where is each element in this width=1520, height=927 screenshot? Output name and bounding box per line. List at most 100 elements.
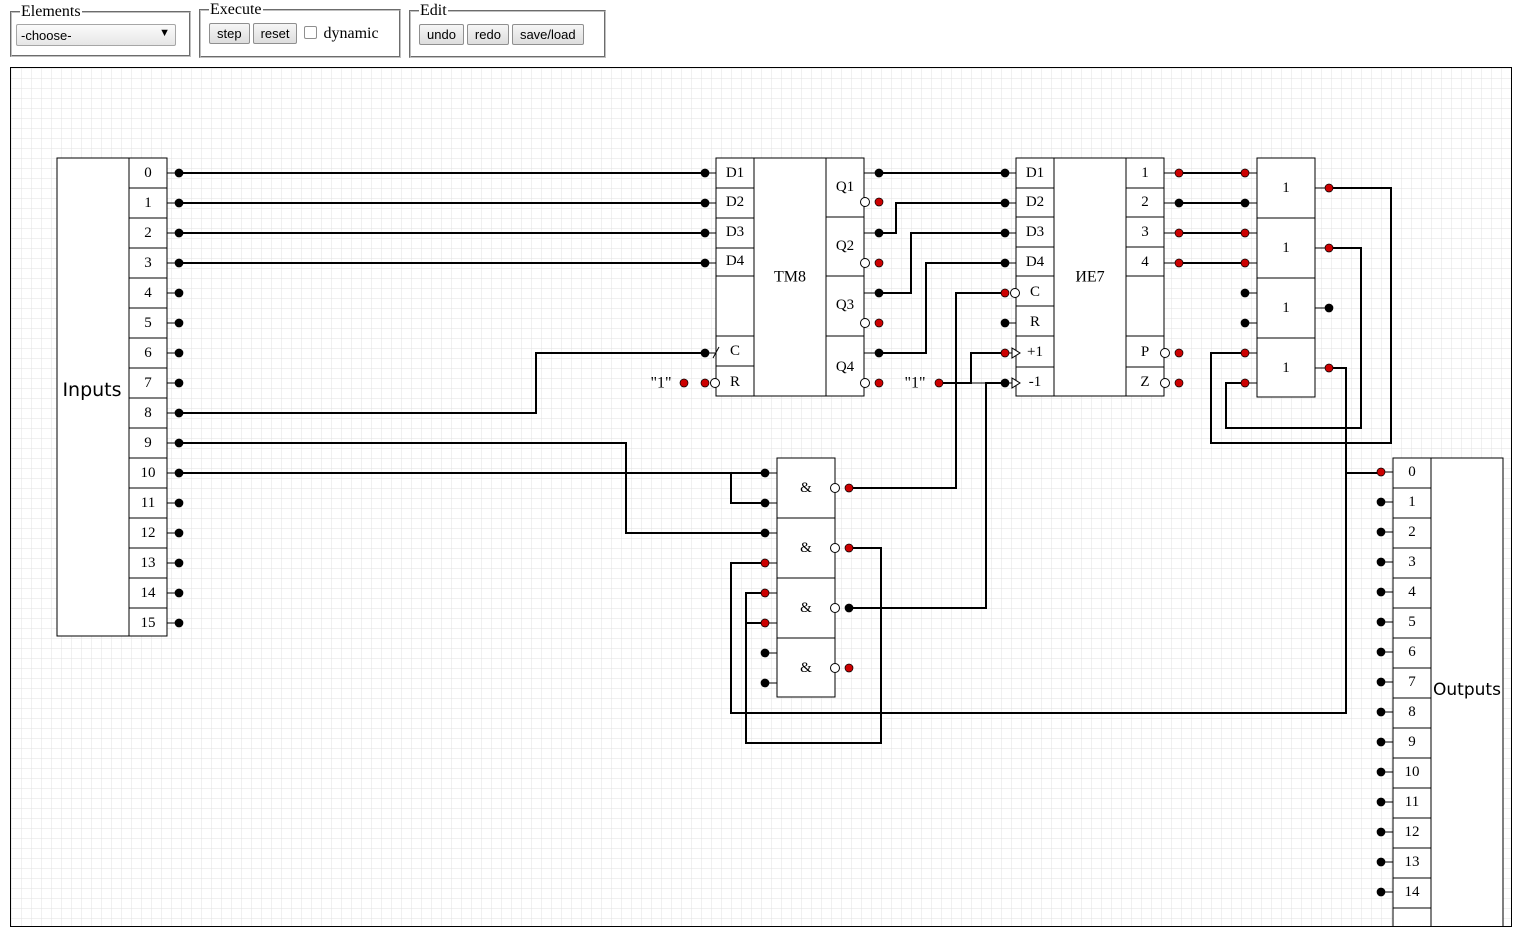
- pin-high: [1324, 243, 1334, 253]
- inversion-bubble: [860, 318, 870, 328]
- pin-low: [874, 288, 884, 298]
- and-gate-label: &: [800, 480, 812, 496]
- pin-low: [1376, 557, 1386, 567]
- pin-low: [1000, 258, 1010, 268]
- pin-low: [700, 258, 710, 268]
- pin-low: [1376, 797, 1386, 807]
- ie7-output-label: P: [1141, 344, 1149, 360]
- step-button[interactable]: step: [209, 23, 250, 44]
- inversion-bubble: [860, 258, 870, 268]
- ie7-input-label: D4: [1026, 254, 1045, 270]
- elements-select[interactable]: -choose- ▼: [16, 24, 176, 46]
- pin-high: [1324, 183, 1334, 193]
- pin-low: [760, 528, 770, 538]
- ie7-title: ИЕ7: [1075, 269, 1104, 286]
- pin-low: [1000, 228, 1010, 238]
- save-load-button[interactable]: save/load: [511, 24, 584, 45]
- pin-high: [844, 543, 854, 553]
- pin-low: [174, 468, 184, 478]
- pin-low: [174, 168, 184, 178]
- ie7-output-label: 4: [1141, 254, 1149, 270]
- pin-low: [760, 468, 770, 478]
- tm8-title: TM8: [774, 269, 806, 286]
- inversion-bubble: [830, 483, 840, 493]
- pin-high: [1376, 467, 1386, 477]
- execute-legend: Execute: [210, 1, 262, 18]
- ie7-input-label: D3: [1026, 224, 1044, 240]
- pin-high: [1174, 378, 1184, 388]
- wire: [1210, 187, 1392, 444]
- pin-low: [844, 603, 854, 613]
- pin-low: [1376, 707, 1386, 717]
- reset-button[interactable]: reset: [252, 23, 298, 44]
- pin-high: [1324, 363, 1334, 373]
- wire: [879, 232, 1005, 294]
- pin-high: [679, 378, 689, 388]
- dynamic-input-marker: [1011, 347, 1021, 359]
- dynamic-label: dynamic: [323, 25, 379, 42]
- pin-low: [174, 558, 184, 568]
- tm8-const-one: "1": [650, 375, 671, 392]
- output-pin-label: 4: [1408, 584, 1416, 600]
- inversion-bubble: [1160, 378, 1170, 388]
- output-pin-label: 1: [1408, 494, 1416, 510]
- ie7-output-label: 2: [1141, 194, 1149, 210]
- elements-select-value: -choose-: [21, 28, 72, 43]
- pin-low: [700, 168, 710, 178]
- wire: [730, 473, 765, 504]
- tm8-block: [715, 157, 865, 397]
- pin-low: [1376, 527, 1386, 537]
- input-pin-label: 12: [141, 525, 156, 541]
- undo-button[interactable]: undo: [419, 24, 464, 45]
- redo-button[interactable]: redo: [466, 24, 509, 45]
- output-pin-label: 9: [1408, 734, 1416, 750]
- input-pin-label: 11: [141, 495, 155, 511]
- tm8-input-label: D4: [726, 253, 745, 269]
- pin-high: [1240, 378, 1250, 388]
- pin-low: [700, 228, 710, 238]
- schematic-svg[interactable]: Inputs0123456789101112131415Outputs01234…: [11, 68, 1512, 927]
- pin-low: [174, 258, 184, 268]
- pin-low: [1376, 737, 1386, 747]
- pin-high: [1000, 348, 1010, 358]
- output-pin-label: 0: [1408, 464, 1416, 480]
- and-gate-label: &: [800, 540, 812, 556]
- outputs-title: Outputs: [1433, 680, 1501, 700]
- pin-low: [174, 288, 184, 298]
- inputs-block: [56, 157, 168, 637]
- dynamic-checkbox[interactable]: [304, 26, 318, 39]
- wire: [179, 352, 705, 414]
- input-pin-label: 2: [144, 225, 152, 241]
- output-pin-label: 8: [1408, 704, 1416, 720]
- pin-low: [174, 348, 184, 358]
- pin-low: [1000, 378, 1010, 388]
- pin-low: [1376, 887, 1386, 897]
- wire: [745, 547, 882, 744]
- pin-low: [1324, 303, 1334, 313]
- pin-high: [874, 318, 884, 328]
- pin-low: [760, 648, 770, 658]
- ie7-input-label: R: [1030, 314, 1040, 330]
- pin-low: [174, 498, 184, 508]
- pin-low: [1376, 587, 1386, 597]
- tm8-output-label: Q3: [836, 297, 854, 313]
- pin-low: [1376, 617, 1386, 627]
- pin-low: [1376, 857, 1386, 867]
- wire: [849, 292, 1005, 489]
- ie7-output-label: 1: [1141, 165, 1149, 181]
- pin-high: [760, 558, 770, 568]
- ie7-block: [1015, 157, 1165, 397]
- pin-low: [174, 228, 184, 238]
- ie7-output-label: 3: [1141, 224, 1149, 240]
- pin-low: [174, 618, 184, 628]
- pins: [174, 168, 1386, 897]
- pin-high: [844, 483, 854, 493]
- pin-high: [1240, 348, 1250, 358]
- dynamic-input-marker: [1011, 377, 1021, 389]
- input-pin-label: 4: [144, 285, 152, 301]
- pin-high: [1240, 228, 1250, 238]
- pin-low: [760, 678, 770, 688]
- elements-fieldset: Elements: [10, 3, 191, 57]
- pin-low: [1240, 198, 1250, 208]
